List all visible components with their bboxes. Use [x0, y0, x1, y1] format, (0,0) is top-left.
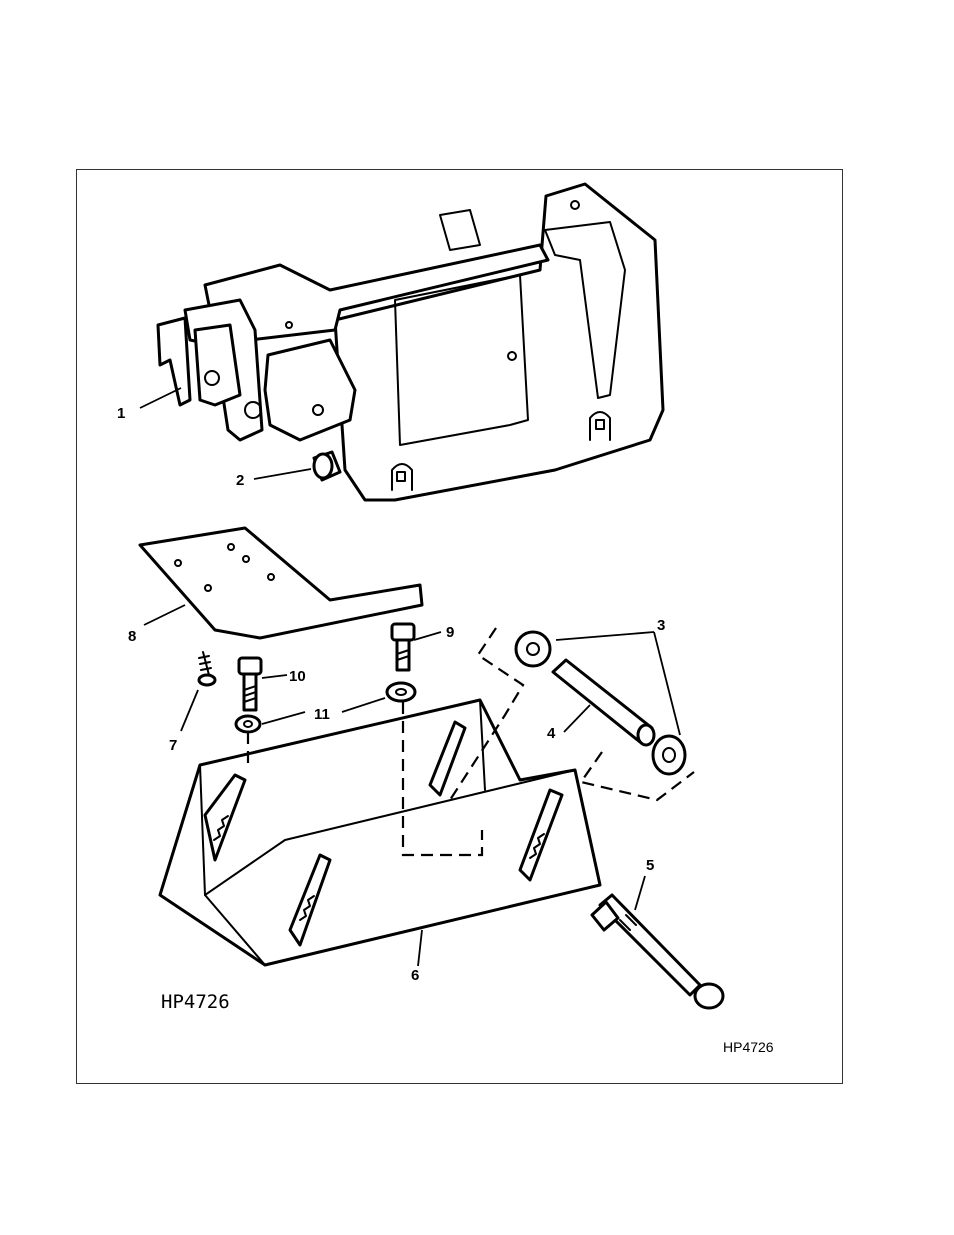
callout-6: 6 — [411, 967, 419, 984]
part-5-bolt — [592, 895, 723, 1008]
figure-code: HP4726 — [723, 1039, 774, 1055]
callout-5: 5 — [646, 857, 654, 874]
callout-3: 3 — [657, 617, 665, 634]
callout-11: 11 — [314, 706, 330, 723]
part-9-bolt — [392, 624, 414, 670]
callout-7: 7 — [169, 737, 177, 754]
callout-9: 9 — [446, 624, 454, 641]
part-4-pin — [553, 660, 654, 745]
part-8-plate — [140, 528, 422, 638]
part-2-bushing — [314, 452, 340, 480]
part-7-screw — [199, 652, 215, 685]
callout-10: 10 — [289, 668, 306, 685]
part-6-base — [160, 700, 600, 965]
callout-8: 8 — [128, 628, 136, 645]
callout-1: 1 — [117, 405, 125, 422]
callout-4: 4 — [547, 725, 556, 742]
part-1-frame — [158, 184, 663, 500]
part-10-bolt — [239, 658, 261, 710]
inner-figure-code: HP4726 — [161, 991, 230, 1013]
callout-2: 2 — [236, 472, 244, 489]
